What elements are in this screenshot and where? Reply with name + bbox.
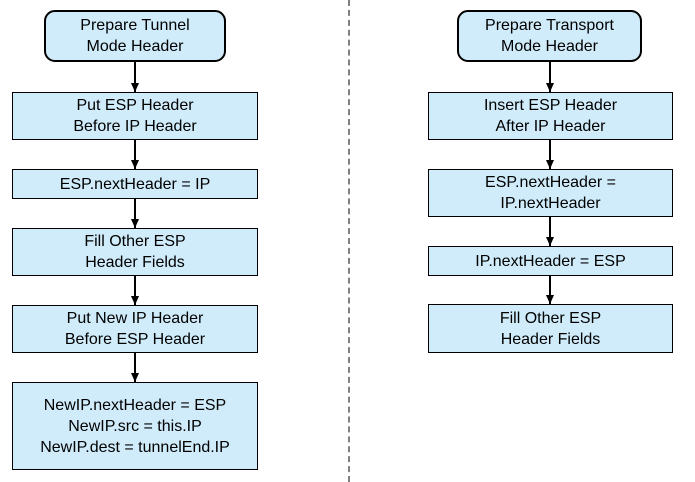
node-put-esp-header-before-ip: Put ESP Header Before IP Header [12, 92, 258, 140]
node-ip-nextheader-equals-esp: IP.nextHeader = ESP [428, 246, 673, 276]
node-line: Put ESP Header [76, 97, 194, 114]
node-line: After IP Header [495, 118, 606, 135]
node-line: NewIP.dest = tunnelEnd.IP [40, 438, 230, 456]
node-line: NewIP.src = this.IP [68, 417, 202, 435]
node-line: ESP.nextHeader = [485, 174, 616, 191]
down-arrow-connector [131, 62, 139, 92]
node-prepare-transport-mode-header: Prepare Transport Mode Header [457, 10, 642, 62]
node-line: Header Fields [500, 330, 601, 348]
node-line: Prepare Transport [485, 17, 614, 34]
node-esp-nextheader-equals-ip: ESP.nextHeader = IP [12, 169, 258, 199]
node-put-new-ip-header-before-esp: Put New IP Header Before ESP Header [12, 305, 258, 353]
node-insert-esp-header-after-ip: Insert ESP Header After IP Header [428, 92, 673, 140]
node-line: IP.nextHeader [500, 195, 601, 212]
node-line: Insert ESP Header [483, 97, 618, 114]
down-arrow-connector [131, 199, 139, 228]
node-newip-assignments: NewIP.nextHeader = ESP NewIP.src = this.… [12, 382, 258, 470]
node-prepare-tunnel-mode-header: Prepare Tunnel Mode Header [44, 10, 226, 62]
node-line: Before ESP Header [64, 331, 206, 348]
node-fill-other-esp-fields-left: Fill Other ESP Header Fields [12, 228, 258, 276]
node-line: Mode Header [501, 38, 598, 55]
down-arrow-connector [131, 353, 139, 382]
node-line: Mode Header [86, 38, 184, 55]
node-line: Before IP Header [73, 118, 197, 135]
node-line: IP.nextHeader = ESP [475, 252, 626, 270]
node-line: NewIP.nextHeader = ESP [43, 396, 227, 414]
dashed-divider [348, 0, 350, 482]
down-arrow-connector [546, 62, 554, 92]
down-arrow-connector [131, 140, 139, 169]
down-arrow-connector [546, 217, 554, 246]
node-fill-other-esp-fields-right: Fill Other ESP Header Fields [428, 304, 673, 353]
down-arrow-connector [546, 140, 554, 169]
node-line: Header Fields [85, 254, 185, 271]
node-line: Fill Other ESP [499, 309, 602, 327]
node-line: Fill Other ESP [84, 233, 186, 250]
down-arrow-connector [546, 276, 554, 304]
node-esp-nextheader-equals-ip-nextheader: ESP.nextHeader = IP.nextHeader [428, 169, 673, 217]
node-line: Prepare Tunnel [80, 17, 190, 34]
down-arrow-connector [131, 276, 139, 305]
node-line: ESP.nextHeader = IP [59, 175, 211, 193]
node-line: Put New IP Header [66, 310, 204, 327]
